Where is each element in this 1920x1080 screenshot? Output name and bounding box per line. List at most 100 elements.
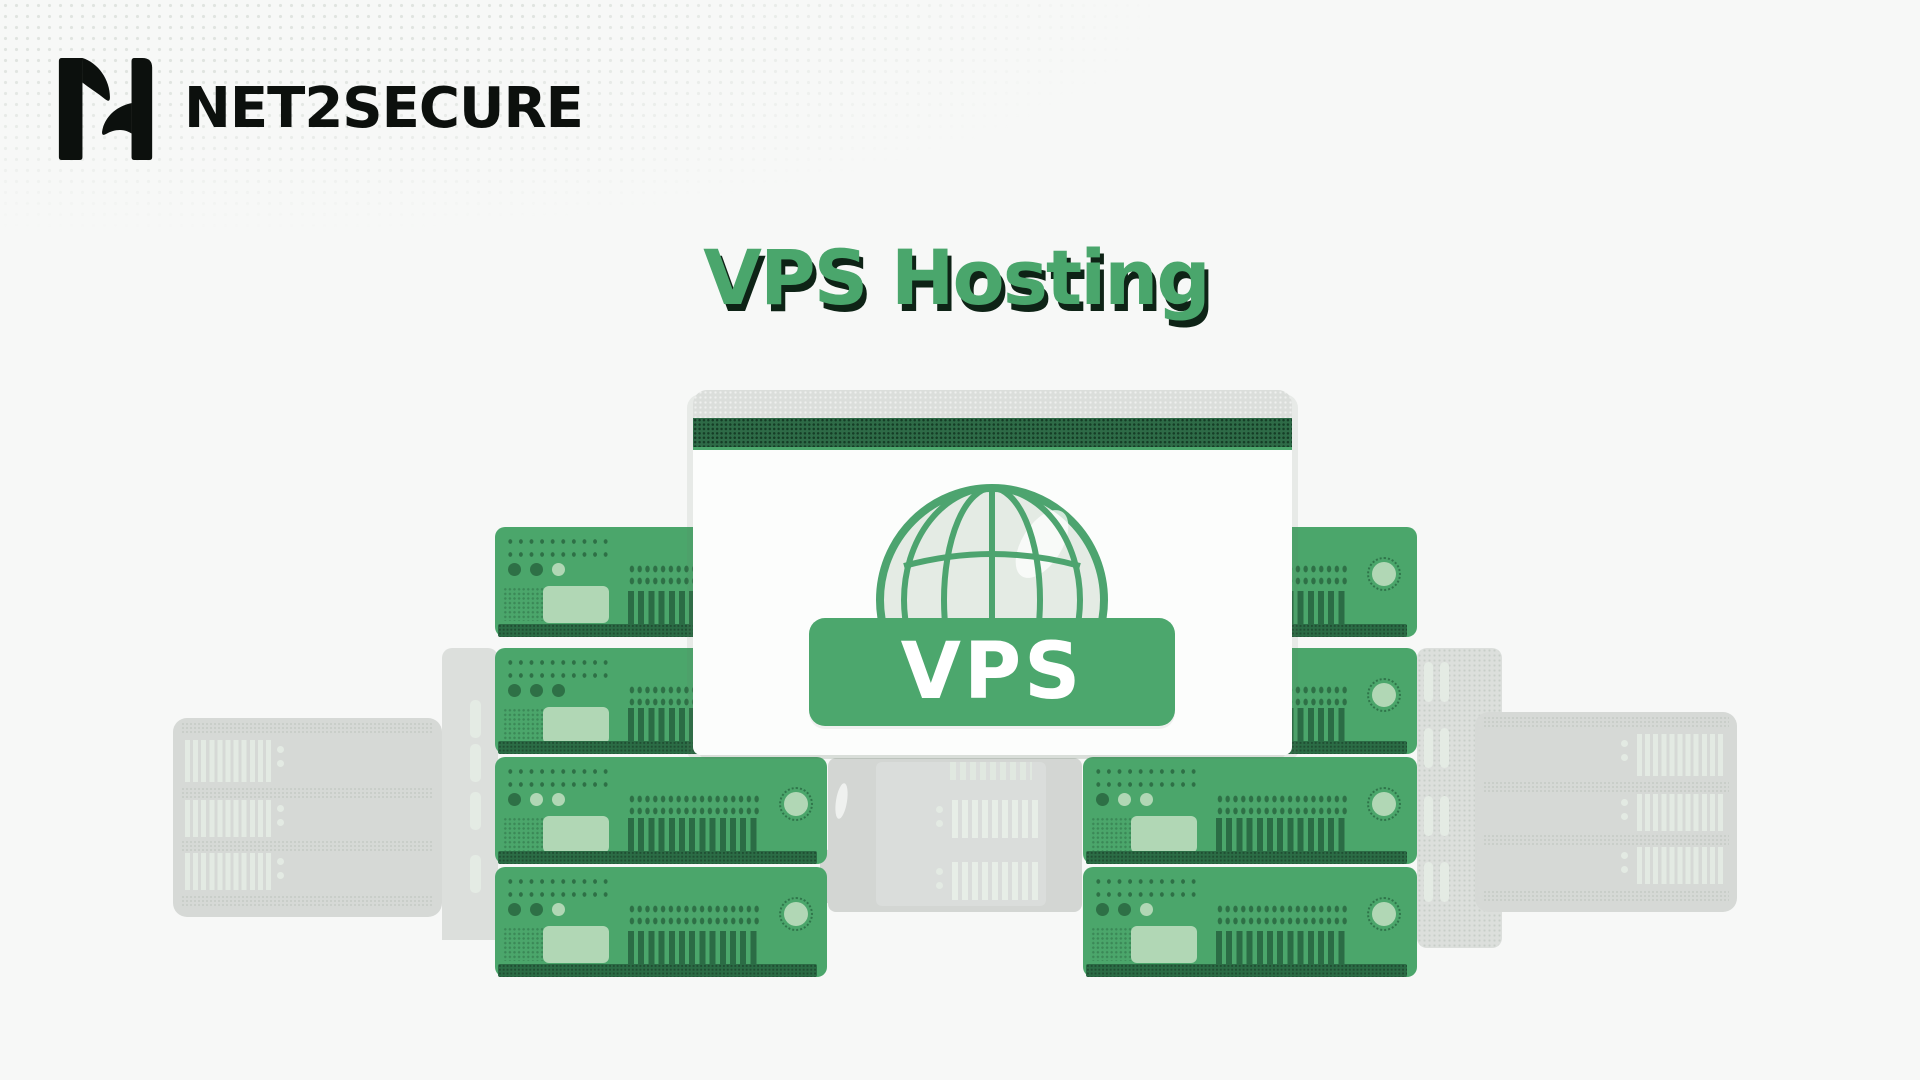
rack-slot	[1424, 796, 1433, 836]
screw-dots	[505, 765, 612, 791]
screw-dots	[505, 656, 612, 682]
rack-vents	[185, 853, 273, 890]
rack-led-dots	[1621, 852, 1629, 878]
rack-slot	[470, 744, 481, 782]
server-led	[1096, 903, 1109, 916]
rack-divider	[181, 895, 434, 907]
browser-card-titlebar	[693, 390, 1292, 418]
rack-led-dots	[936, 806, 944, 832]
screw-dots	[1093, 765, 1200, 791]
server-led	[1096, 793, 1109, 806]
unit-base-strip	[1086, 964, 1407, 977]
rack-divider	[1483, 781, 1729, 793]
rack-slot	[470, 792, 481, 830]
server-led	[530, 563, 543, 576]
browser-card-body: VPS	[693, 450, 1292, 755]
rack-slot	[1440, 728, 1449, 768]
drive-panel	[1131, 816, 1197, 853]
vent-fins	[628, 818, 760, 852]
rack-vents	[952, 800, 1038, 838]
rack-slot	[470, 700, 481, 738]
port-circle	[1367, 678, 1401, 712]
drive-panel	[543, 586, 609, 623]
port-circle	[1367, 897, 1401, 931]
texture-patch	[503, 587, 543, 621]
browser-card: VPS	[693, 390, 1292, 755]
texture-patch	[1091, 817, 1131, 851]
background-dot-pattern	[0, 0, 1150, 230]
server-led	[530, 684, 543, 697]
unit-base-strip	[1086, 851, 1407, 864]
server-led	[508, 903, 521, 916]
rack-slot	[1424, 728, 1433, 768]
server-led	[1118, 793, 1131, 806]
port-circle	[1367, 787, 1401, 821]
server-led	[508, 684, 521, 697]
drive-panel	[1131, 926, 1197, 963]
rack-led-dots	[277, 746, 285, 772]
server-led	[508, 793, 521, 806]
rack-slot	[1424, 662, 1433, 702]
vent-fins	[628, 931, 760, 965]
rack-divider	[1483, 716, 1729, 728]
perforation-dots	[1216, 903, 1349, 927]
server-led-group	[508, 903, 565, 916]
server-led	[552, 684, 565, 697]
rack-vents	[1637, 794, 1725, 831]
rack-divider	[181, 840, 434, 852]
server-led	[508, 563, 521, 576]
background-rack-far-left	[173, 718, 442, 917]
server-led	[1118, 903, 1131, 916]
unit-base-strip	[498, 964, 817, 977]
server-unit	[1083, 867, 1417, 977]
drive-panel	[543, 816, 609, 853]
server-unit	[1083, 757, 1417, 864]
server-led	[552, 903, 565, 916]
unit-base-strip	[498, 851, 817, 864]
browser-card-accent-strip	[693, 418, 1292, 450]
drive-panel	[543, 926, 609, 963]
background-rack-center	[820, 758, 1082, 912]
rack-vents	[185, 740, 273, 782]
perforation-dots	[1216, 793, 1349, 817]
rack-vents	[952, 862, 1038, 900]
drive-panel	[543, 707, 609, 744]
rack-gloss-highlight	[833, 782, 850, 820]
rack-divider	[1483, 834, 1729, 846]
screw-dots	[1093, 875, 1200, 901]
server-led	[530, 793, 543, 806]
rack-slot	[1440, 796, 1449, 836]
background-rack-far-right	[1475, 712, 1737, 912]
texture-patch	[503, 817, 543, 851]
server-led-group	[1096, 903, 1153, 916]
rack-divider	[1483, 890, 1729, 902]
screw-dots	[505, 535, 612, 561]
rack-slot	[1424, 862, 1433, 902]
rack-led-dots	[277, 805, 285, 831]
rack-vents	[950, 762, 1032, 780]
port-circle	[1367, 557, 1401, 591]
logo-text[interactable]: NET2SECURE	[184, 76, 584, 141]
rack-slot	[470, 855, 481, 893]
server-led-group	[508, 793, 565, 806]
rack-led-dots	[1621, 740, 1629, 766]
rack-vents	[185, 800, 273, 837]
perforation-dots	[628, 793, 761, 817]
screw-dots	[505, 875, 612, 901]
server-led	[1140, 793, 1153, 806]
texture-patch	[1091, 927, 1131, 961]
vps-badge: VPS	[809, 618, 1175, 726]
server-led	[552, 793, 565, 806]
server-unit	[495, 757, 827, 864]
net2secure-logo-icon[interactable]	[58, 55, 156, 163]
background-rack-left-connector	[442, 648, 498, 940]
texture-patch	[503, 927, 543, 961]
rack-divider	[181, 722, 434, 734]
rack-vents	[1637, 847, 1725, 884]
header: NET2SECURE	[58, 55, 584, 163]
page-title: VPS Hosting	[703, 233, 1211, 322]
server-unit	[495, 867, 827, 977]
server-led-group	[1096, 793, 1153, 806]
rack-divider	[181, 787, 434, 799]
